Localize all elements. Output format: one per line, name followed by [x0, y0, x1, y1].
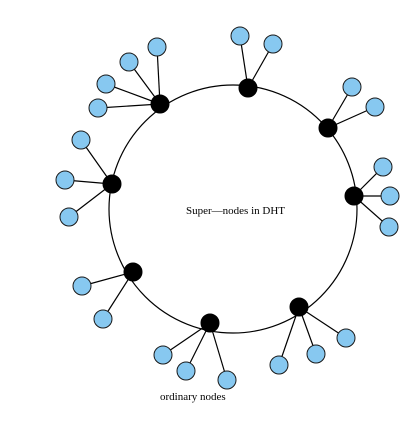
super-node-2	[238, 78, 258, 98]
ordinary-node-6-1	[153, 345, 173, 365]
edge-1-1	[156, 46, 161, 105]
ordinary-node-1-4	[88, 98, 108, 118]
ordinary-node-2-2	[263, 34, 283, 54]
edge-1-3	[105, 83, 161, 105]
ordinary-node-5-3	[336, 328, 356, 348]
ordinary-node-4-1	[373, 157, 393, 177]
ordinary-node-4-2	[380, 186, 400, 206]
super-node-6	[200, 313, 220, 333]
ordinary-node-8-2	[55, 170, 75, 190]
ordinary-node-3-1	[342, 77, 362, 97]
super-node-5	[289, 297, 309, 317]
ordinary-node-2-1	[230, 26, 250, 46]
ordinary-node-8-3	[59, 207, 79, 227]
super-node-7	[123, 262, 143, 282]
super-node-layer	[102, 78, 364, 333]
ordinary-node-1-1	[147, 37, 167, 57]
edge-1-4	[97, 103, 161, 109]
dht-ring	[108, 84, 358, 334]
ordinary-node-1-3	[96, 74, 116, 94]
center-label: Super—nodes in DHT	[186, 205, 285, 217]
edge-6-3	[209, 322, 228, 381]
ordinary-node-5-1	[269, 355, 289, 375]
ordinary-node-6-3	[217, 370, 237, 390]
ordinary-node-6-2	[176, 361, 196, 381]
ordinary-nodes-label: ordinary nodes	[160, 391, 226, 403]
super-node-1	[150, 94, 170, 114]
ordinary-node-5-2	[306, 344, 326, 364]
ordinary-node-4-3	[379, 217, 399, 237]
ordinary-node-7-1	[72, 276, 92, 296]
super-node-4	[344, 186, 364, 206]
ordinary-node-3-2	[365, 97, 385, 117]
ordinary-node-layer	[55, 26, 400, 390]
super-node-8	[102, 174, 122, 194]
ordinary-node-7-2	[93, 309, 113, 329]
ordinary-node-1-2	[119, 52, 139, 72]
ordinary-node-8-1	[71, 130, 91, 150]
super-node-3	[318, 118, 338, 138]
